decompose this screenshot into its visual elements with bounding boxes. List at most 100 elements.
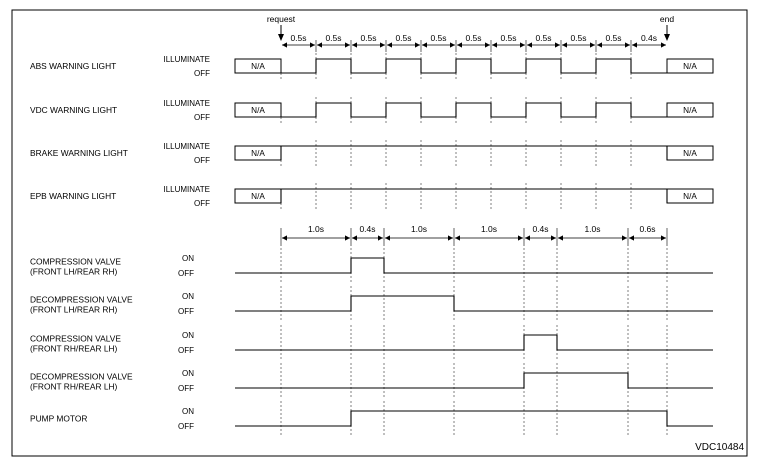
- waveform: [235, 295, 713, 312]
- top-timing-scale: request end 0.5s 0.5s 0.5s 0.5s 0.5s 0.5s 0.5s 0.…: [267, 14, 674, 52]
- arrow-left-icon: [457, 42, 462, 48]
- duration-label: 0.5s: [465, 33, 481, 43]
- arrow-right-icon: [661, 42, 666, 48]
- signal-label: ABS WARNING LIGHT: [30, 61, 116, 71]
- state-label-low: OFF: [194, 156, 210, 165]
- arrow-right-icon: [378, 235, 383, 241]
- signal-label: DECOMPRESSION VALVE: [30, 295, 133, 305]
- arrow-right-icon: [448, 235, 453, 241]
- arrow-left-icon: [352, 42, 357, 48]
- duration-label: 0.5s: [290, 33, 306, 43]
- signal-label-sub: (FRONT LH/REAR RH): [30, 267, 118, 277]
- figure-code: VDC10484: [695, 442, 744, 453]
- arrow-right-icon: [450, 42, 455, 48]
- state-label-low: OFF: [194, 199, 210, 208]
- na-box-right: [666, 58, 714, 74]
- state-label-high: ILLUMINATE: [163, 55, 210, 64]
- arrow-left-icon: [317, 42, 322, 48]
- waveform: [281, 58, 667, 74]
- duration-label: 0.4s: [641, 33, 657, 43]
- arrow-right-icon: [415, 42, 420, 48]
- duration-label: 1.0s: [584, 224, 600, 234]
- waveform: [235, 257, 713, 274]
- state-label-high: ILLUMINATE: [163, 142, 210, 151]
- na-box-left: [234, 58, 282, 74]
- state-label-low: OFF: [178, 422, 194, 431]
- arrow-right-icon: [345, 42, 350, 48]
- request-arrow-icon: [278, 34, 284, 41]
- arrow-right-icon: [518, 235, 523, 241]
- na-box-left: [234, 102, 282, 118]
- na-label: N/A: [683, 106, 697, 115]
- duration-label: 0.4s: [532, 224, 548, 234]
- signal-label-sub: (FRONT LH/REAR RH): [30, 305, 118, 315]
- arrow-left-icon: [455, 235, 460, 241]
- arrow-right-icon: [622, 235, 627, 241]
- duration-label: 0.5s: [500, 33, 516, 43]
- na-label: N/A: [251, 62, 265, 71]
- arrow-right-icon: [485, 42, 490, 48]
- state-label-high: ON: [182, 292, 194, 301]
- signal-label: VDC WARNING LIGHT: [30, 105, 117, 115]
- warning-signal-rows: ABS WARNING LIGHT ILLUMINATE OFF N/A N/A VDC …: [30, 53, 714, 211]
- duration-label: 1.0s: [308, 224, 324, 234]
- state-label-low: OFF: [178, 269, 194, 278]
- duration-label: 1.0s: [481, 224, 497, 234]
- waveform: [280, 145, 668, 160]
- signal-label-sub: (FRONT RH/REAR LH): [30, 382, 118, 392]
- duration-label: 0.5s: [605, 33, 621, 43]
- waveform: [235, 410, 713, 427]
- arrow-right-icon: [625, 42, 630, 48]
- duration-label: 0.5s: [325, 33, 341, 43]
- request-marker-label: request: [267, 14, 296, 24]
- state-label-low: OFF: [194, 69, 210, 78]
- arrow-left-icon: [385, 235, 390, 241]
- signal-label: EPB WARNING LIGHT: [30, 191, 116, 201]
- end-marker-label: end: [660, 14, 674, 24]
- na-label: N/A: [251, 149, 265, 158]
- waveform: [235, 334, 713, 351]
- arrow-right-icon: [551, 235, 556, 241]
- signal-label: COMPRESSION VALVE: [30, 334, 121, 344]
- arrow-right-icon: [310, 42, 315, 48]
- state-label-low: OFF: [178, 384, 194, 393]
- valve-signal-rows: COMPRESSION VALVE (FRONT LH/REAR RH) ON OFF…: [30, 248, 713, 435]
- state-label-low: OFF: [178, 346, 194, 355]
- na-label: N/A: [251, 106, 265, 115]
- waveform: [281, 102, 667, 118]
- state-label-high: ON: [182, 331, 194, 340]
- duration-label: 0.5s: [395, 33, 411, 43]
- duration-label: 0.5s: [535, 33, 551, 43]
- duration-label: 0.6s: [639, 224, 655, 234]
- na-label: N/A: [683, 62, 697, 71]
- na-label: N/A: [683, 149, 697, 158]
- arrow-left-icon: [282, 42, 287, 48]
- arrow-left-icon: [629, 235, 634, 241]
- state-label-high: ILLUMINATE: [163, 99, 210, 108]
- duration-label: 0.5s: [570, 33, 586, 43]
- arrow-left-icon: [562, 42, 567, 48]
- arrow-left-icon: [492, 42, 497, 48]
- arrow-left-icon: [282, 235, 287, 241]
- arrow-left-icon: [352, 235, 357, 241]
- arrow-right-icon: [380, 42, 385, 48]
- arrow-left-icon: [525, 235, 530, 241]
- na-label: N/A: [683, 192, 697, 201]
- signal-label: PUMP MOTOR: [30, 414, 87, 424]
- signal-label: BRAKE WARNING LIGHT: [30, 148, 128, 158]
- arrow-left-icon: [597, 42, 602, 48]
- state-label-low: OFF: [178, 307, 194, 316]
- state-label-high: ILLUMINATE: [163, 185, 210, 194]
- arrow-right-icon: [345, 235, 350, 241]
- arrow-left-icon: [632, 42, 637, 48]
- duration-label: 0.4s: [359, 224, 375, 234]
- state-label-low: OFF: [194, 113, 210, 122]
- end-arrow-icon: [664, 34, 670, 41]
- waveform: [280, 188, 668, 203]
- signal-label-sub: (FRONT RH/REAR LH): [30, 344, 118, 354]
- arrow-left-icon: [527, 42, 532, 48]
- duration-label: 0.5s: [360, 33, 376, 43]
- waveform: [235, 372, 713, 389]
